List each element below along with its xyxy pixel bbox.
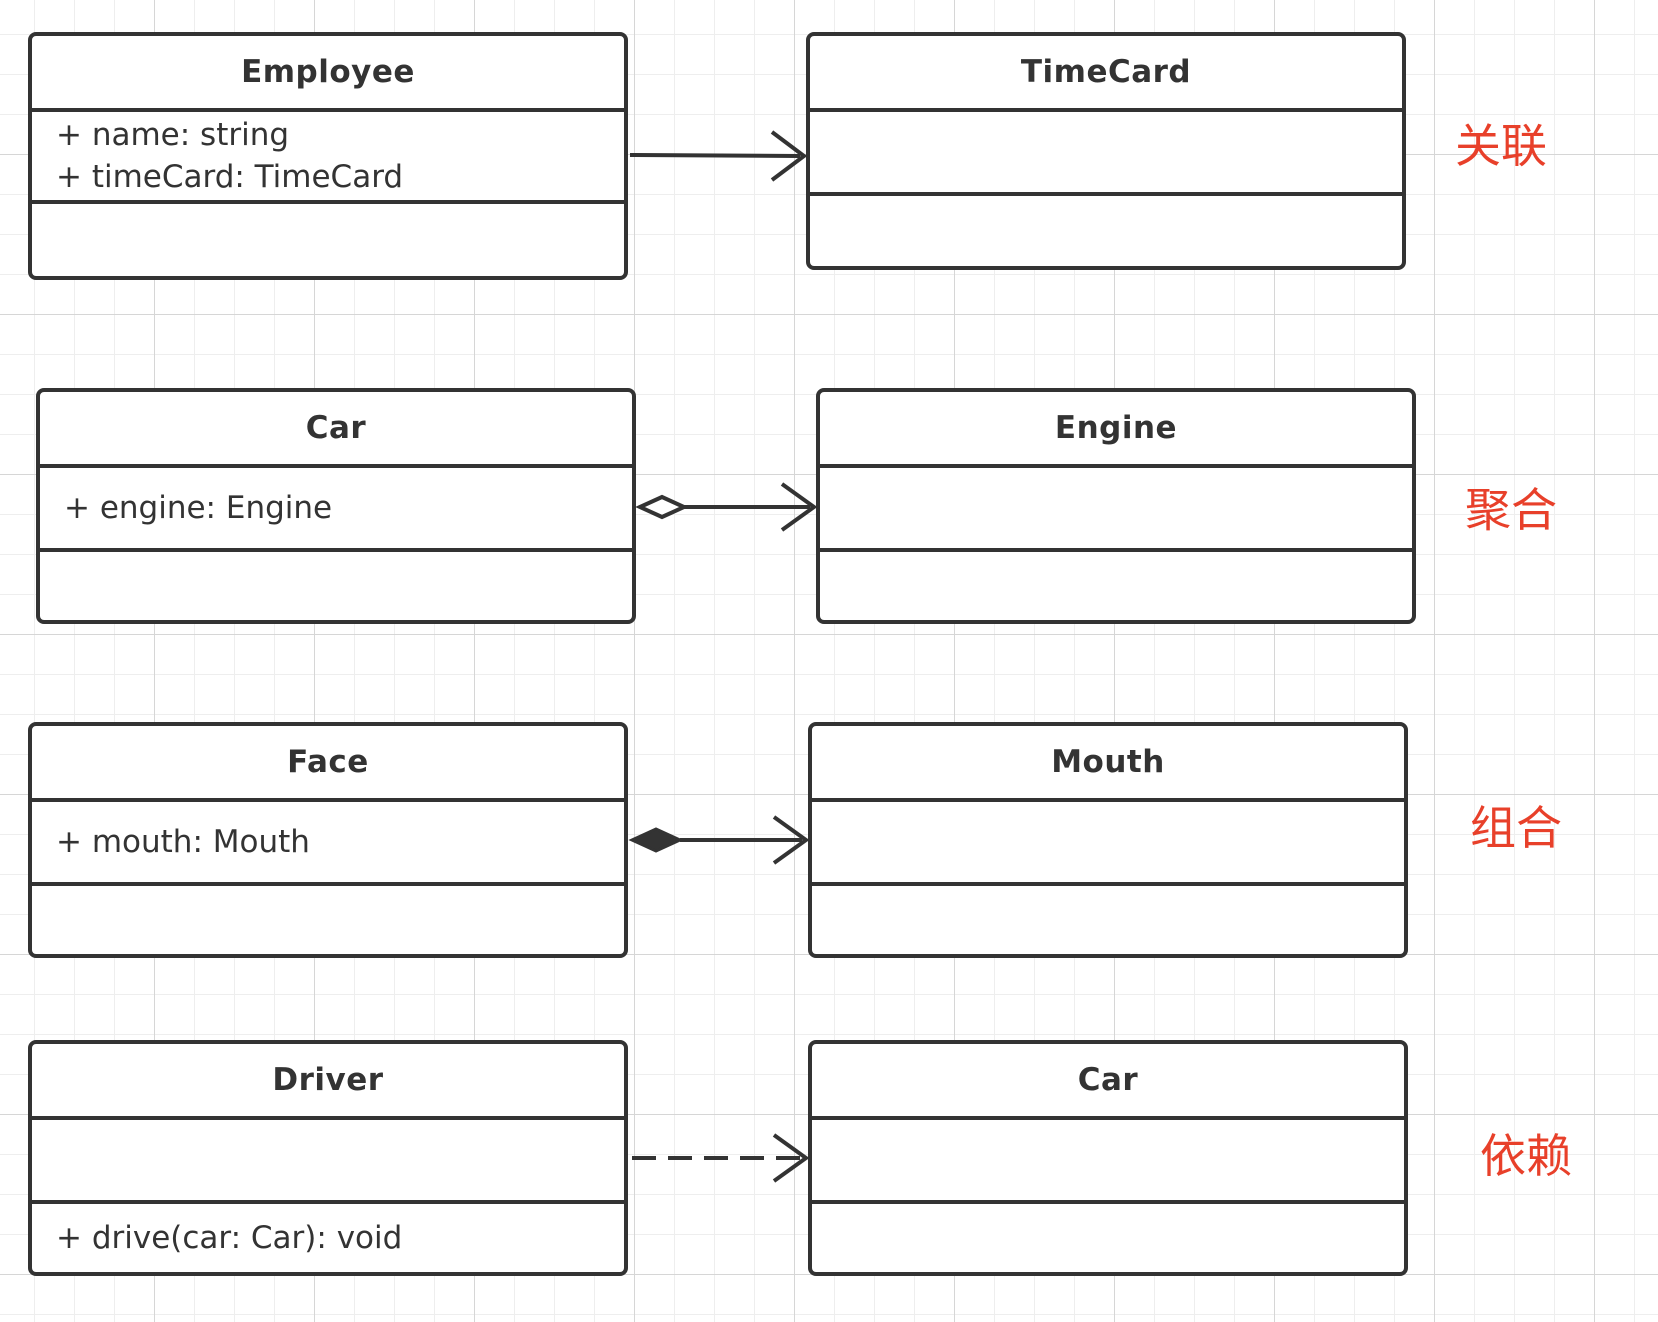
class-car-dependency[interactable]: Car [808,1040,1408,1276]
class-name: Car [40,392,632,468]
class-timecard[interactable]: TimeCard [806,32,1406,270]
association-label: 关联 [1455,119,1547,173]
class-attributes: + engine: Engine [40,468,632,552]
attribute: + timeCard: TimeCard [56,159,404,195]
attribute: + engine: Engine [64,490,333,526]
class-driver[interactable]: Driver + drive(car: Car): void [28,1040,628,1276]
dependency-label: 依赖 [1480,1129,1572,1183]
class-attributes: + name: string + timeCard: TimeCard [32,112,624,204]
aggregation-connector[interactable] [635,482,818,532]
attribute: + name: string [56,117,290,153]
class-attributes [812,802,1404,886]
class-car[interactable]: Car + engine: Engine [36,388,636,624]
operation: + drive(car: Car): void [56,1220,403,1256]
composition-label: 组合 [1470,801,1562,855]
class-attributes [810,112,1402,196]
class-name: Face [32,726,624,802]
class-engine[interactable]: Engine [816,388,1416,624]
class-attributes [820,468,1412,552]
class-name: Employee [32,36,624,112]
class-attributes: + mouth: Mouth [32,802,624,886]
composition-connector[interactable] [628,815,810,865]
class-employee[interactable]: Employee + name: string + timeCard: Time… [28,32,628,280]
class-operations: + drive(car: Car): void [32,1204,624,1272]
class-face[interactable]: Face + mouth: Mouth [28,722,628,958]
association-connector[interactable] [629,130,808,182]
class-attributes [812,1120,1404,1204]
aggregation-label: 聚合 [1465,483,1557,537]
attribute: + mouth: Mouth [56,824,310,860]
class-name: Car [812,1044,1404,1120]
class-name: Mouth [812,726,1404,802]
class-name: Engine [820,392,1412,468]
class-attributes [32,1120,624,1204]
class-name: TimeCard [810,36,1402,112]
class-mouth[interactable]: Mouth [808,722,1408,958]
dependency-connector[interactable] [632,1133,810,1183]
class-name: Driver [32,1044,624,1120]
